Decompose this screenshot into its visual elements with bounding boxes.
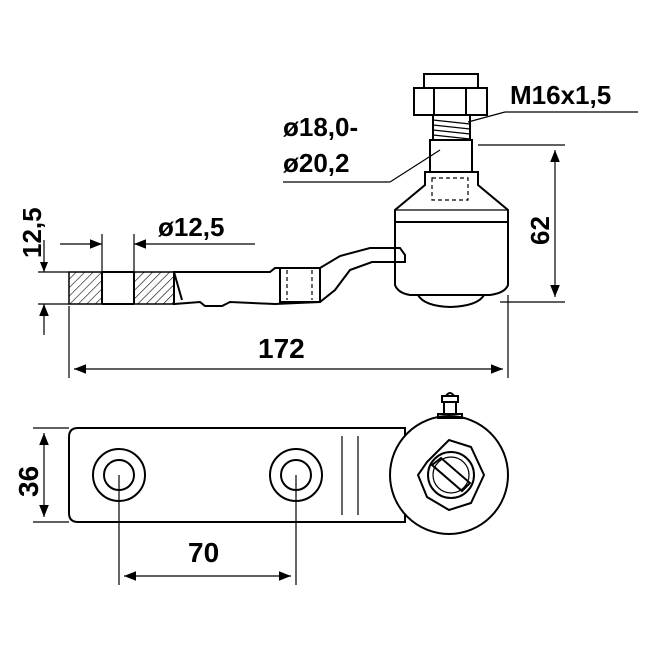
castle-nut [413, 87, 488, 116]
hole-spacing-label: 70 [188, 537, 219, 568]
top-view: 36 70 [13, 392, 509, 585]
arm-width-label: 36 [13, 466, 44, 497]
cone-diameter-bottom-label: ø20,2 [283, 148, 350, 178]
housing-taper [394, 171, 509, 222]
total-length-label: 172 [258, 333, 305, 364]
arm-plate [68, 427, 406, 523]
eye-section-left [68, 271, 103, 305]
eye-diameter-label: ø12,5 [158, 212, 225, 242]
cone-diameter-top-label: ø18,0- [283, 112, 358, 142]
left-height-label: 12,5 [17, 207, 47, 258]
joint-housing-circle [389, 415, 509, 535]
arm-outline [173, 247, 406, 307]
eye-section-right [133, 271, 175, 305]
side-view: 12,5 ø12,5 ø18,0- ø20,2 M16x1,5 62 172 [17, 73, 638, 378]
grease-nipple [437, 392, 463, 419]
ball-pin-cone [429, 139, 473, 172]
total-height-label: 62 [525, 216, 555, 245]
castle-nut-top [427, 451, 475, 499]
hex-nut [416, 438, 486, 512]
thread-label: M16x1,5 [510, 80, 611, 110]
nut-slot [430, 456, 472, 493]
ball-joint-housing [394, 221, 509, 296]
arm-bolt-shank [279, 267, 321, 303]
housing-bottom-cap [417, 294, 485, 309]
